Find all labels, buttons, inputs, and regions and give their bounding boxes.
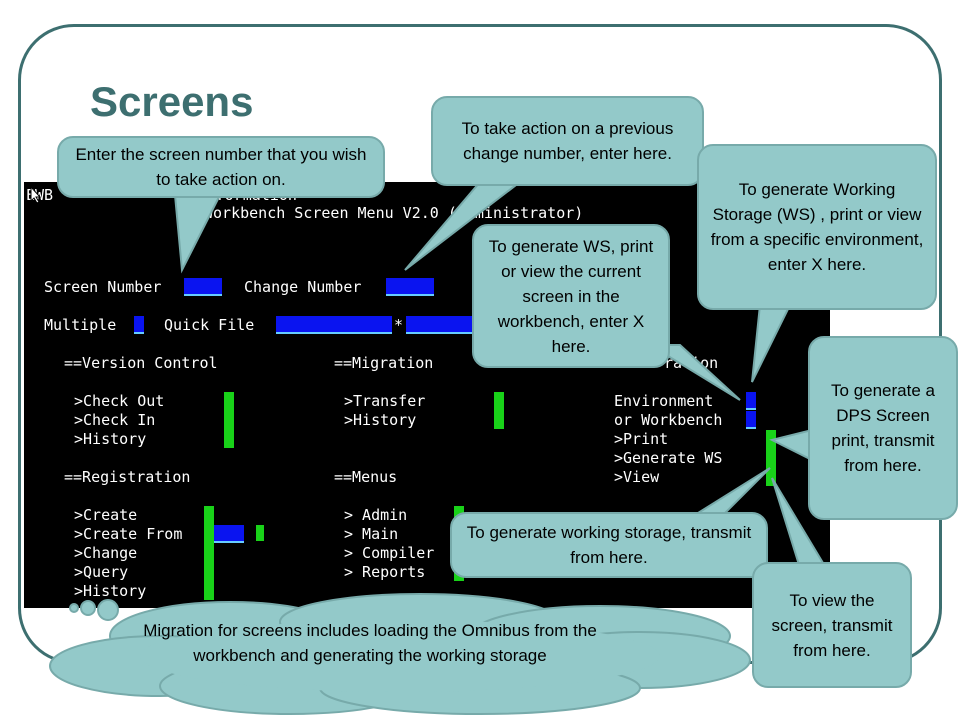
generation-workbench-label: or Workbench [614, 411, 723, 429]
screen-number-input[interactable] [184, 278, 222, 296]
registration-select[interactable] [204, 506, 214, 600]
terminal-header-line2: Workbench Screen Menu V2.0 (Administrato… [204, 204, 584, 222]
multiple-label: Multiple [44, 316, 117, 334]
migration-select[interactable] [494, 392, 504, 429]
migration-cloud [49, 593, 751, 715]
callout-view: To view the screen, transmit from here. [752, 562, 912, 688]
menu-item-transfer: >Transfer [344, 392, 426, 410]
menu-item-version-history: >History [74, 430, 147, 448]
quick-file-label: Quick File [164, 316, 255, 334]
menu-item-check-out: >Check Out [74, 392, 165, 410]
multiple-input[interactable] [134, 316, 144, 334]
menu-item-compiler: > Compiler [344, 544, 435, 562]
menu-item-create-from: >Create From [74, 525, 183, 543]
menu-item-migration-history: >History [344, 411, 417, 429]
menu-item-print: >Print [614, 430, 669, 448]
menu-item-registration-history: >History [74, 582, 147, 600]
registration-header: ==Registration [64, 468, 191, 486]
menu-item-query: >Query [74, 563, 129, 581]
callout-generate-ws: To generate working storage, transmit fr… [450, 512, 768, 578]
generation-environment-label: Environment [614, 392, 714, 410]
environment-input[interactable] [746, 392, 756, 410]
create-from-select[interactable] [256, 525, 264, 541]
mouse-pointer-icon [30, 186, 42, 204]
menu-item-view: >View [614, 468, 660, 486]
menu-item-generate-ws: >Generate WS [614, 449, 723, 467]
slide-title: Screens [90, 78, 254, 125]
callout-screen-number: Enter the screen number that you wish to… [57, 136, 385, 198]
generation-select[interactable] [766, 430, 776, 486]
create-from-input[interactable] [214, 525, 244, 543]
callout-environment: To generate Working Storage (WS) , print… [697, 144, 937, 310]
version-control-select[interactable] [224, 392, 234, 448]
generation-header: ration [664, 354, 719, 372]
quick-file-input-1[interactable] [276, 316, 392, 334]
migration-header: ==Migration [334, 354, 434, 372]
menu-item-reports: > Reports [344, 563, 426, 581]
callout-change-number: To take action on a previous change numb… [431, 96, 704, 186]
menu-item-main: > Main [344, 525, 399, 543]
quick-file-separator: * [394, 316, 404, 334]
menu-item-check-in: >Check In [74, 411, 156, 429]
change-number-label: Change Number [244, 278, 362, 296]
menu-item-create: >Create [74, 506, 138, 524]
workbench-input[interactable] [746, 411, 756, 429]
callout-dps-print: To generate a DPS Screen print, transmit… [808, 336, 958, 520]
menu-item-change: >Change [74, 544, 138, 562]
callout-workbench: To generate WS, print or view the curren… [472, 224, 670, 368]
version-control-header: ==Version Control [64, 354, 218, 372]
menus-header: ==Menus [334, 468, 398, 486]
quick-file-input-2[interactable] [406, 316, 472, 334]
screen-number-label: Screen Number [44, 278, 162, 296]
migration-cloud-text: Migration for screens includes loading t… [143, 621, 597, 665]
change-number-input[interactable] [386, 278, 434, 296]
menu-item-admin: > Admin [344, 506, 408, 524]
